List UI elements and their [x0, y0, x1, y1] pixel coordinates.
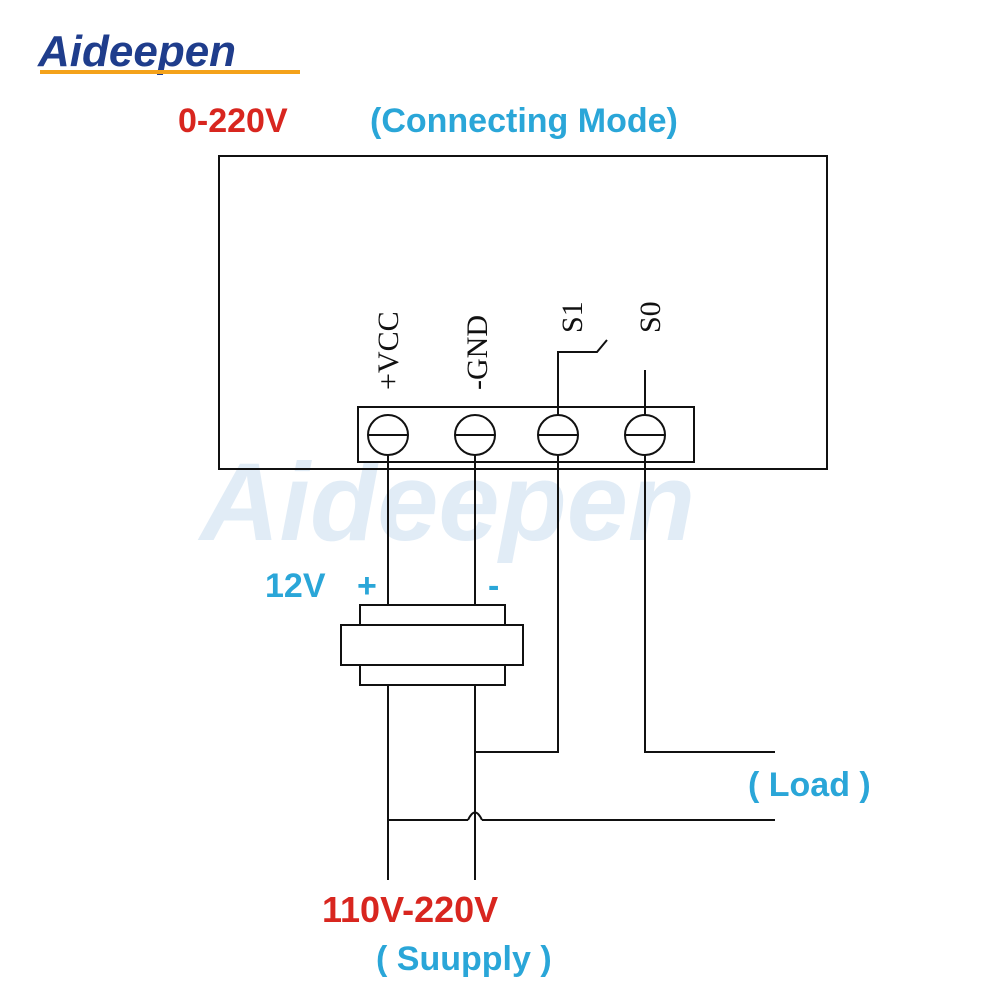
logo-underline	[40, 70, 300, 74]
relay-switch-symbol	[557, 339, 646, 415]
terminal-screw-s1	[537, 414, 579, 456]
load-label: ( Load )	[748, 766, 871, 804]
terminal-label-s0: S0	[634, 301, 667, 333]
logo-text: Aideepen	[37, 27, 236, 76]
terminal-screw-gnd	[454, 414, 496, 456]
terminal-label-gnd: -GND	[461, 315, 494, 390]
terminal-screw-s0	[624, 414, 666, 456]
wires	[387, 455, 775, 880]
title-voltage: 0-220V	[178, 102, 288, 140]
terminal-label-vcc: +VCC	[372, 311, 405, 390]
adapter-plus-label: +	[357, 567, 377, 605]
power-adapter	[340, 604, 524, 686]
title-mode: (Connecting Mode)	[370, 102, 678, 140]
brand-logo: Aideepen	[37, 27, 300, 76]
module-box	[218, 155, 828, 470]
terminal-label-s1: S1	[556, 301, 589, 333]
adapter-minus-label: -	[488, 567, 499, 605]
terminal-screw-vcc	[367, 414, 409, 456]
supply-voltage-label: 110V-220V	[322, 889, 498, 930]
supply-label: ( Suupply )	[376, 940, 552, 978]
adapter-voltage-label: 12V	[265, 567, 326, 605]
